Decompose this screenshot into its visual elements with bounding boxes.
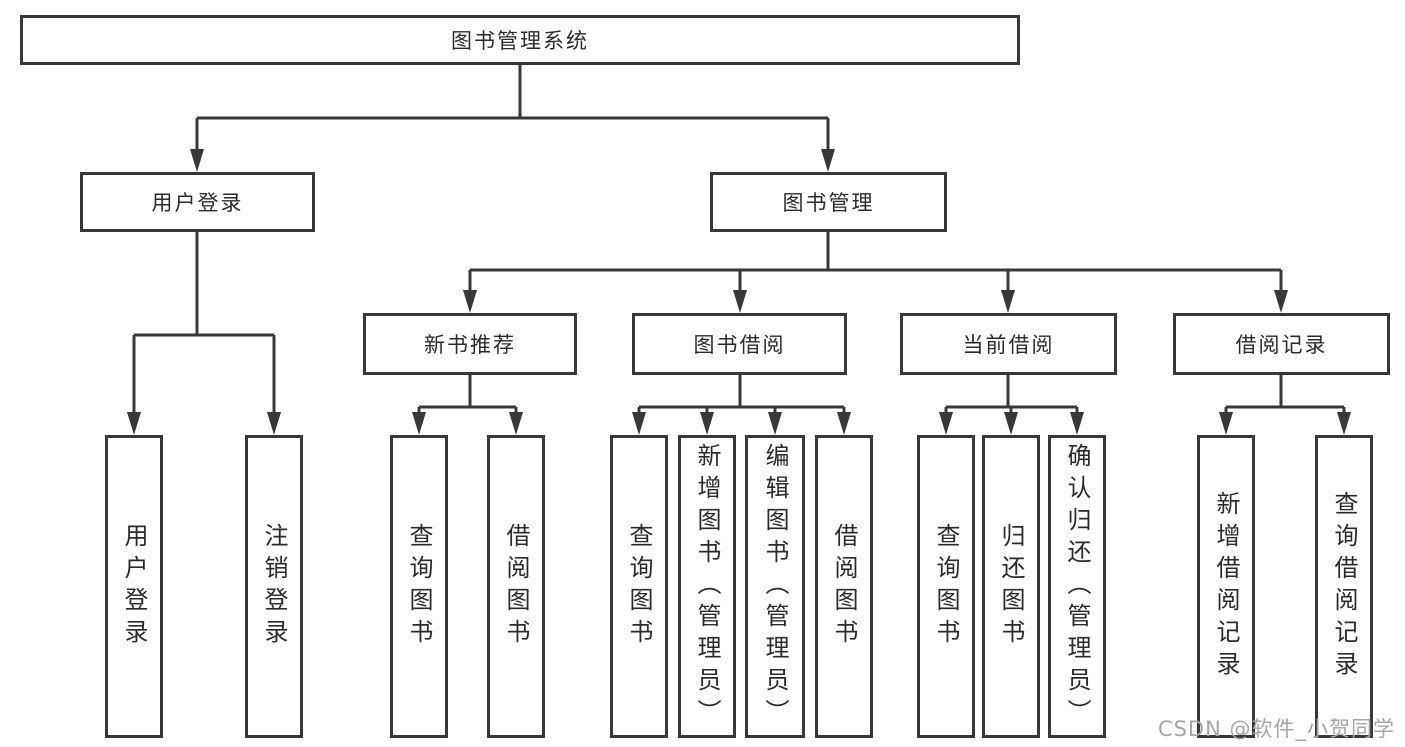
node-user-login: 用户登录 [80,172,315,232]
node-label: 新增借阅记录 [1212,490,1240,683]
node-label: 用户登录 [120,522,148,651]
node-borrow-records: 借阅记录 [1173,313,1390,375]
leaf-return-books: 归还图书 [982,435,1040,738]
leaf-borrow-books-recommend: 借阅图书 [487,435,545,738]
csdn-watermark: CSDN @软件_小贺同学 [1157,717,1395,741]
leaf-confirm-return-admin: 确认归还（管理员） [1048,435,1106,738]
node-label: 借阅图书 [502,522,530,651]
leaf-query-books-borrow: 查询图书 [610,435,668,738]
leaf-borrow-books: 借阅图书 [815,435,873,738]
node-label: 新增图书（管理员） [693,442,721,731]
node-label: 借阅图书 [830,522,858,651]
node-label: 用户登录 [151,191,244,215]
node-new-book-recommend: 新书推荐 [363,313,577,375]
leaf-user-login: 用户登录 [105,435,163,738]
node-current-borrowing: 当前借阅 [900,313,1117,375]
node-label: 编辑图书（管理员） [761,442,789,731]
node-label: 借阅记录 [1235,333,1328,357]
leaf-query-books-recommend: 查询图书 [390,435,448,738]
leaf-logout: 注销登录 [245,435,303,738]
node-book-management: 图书管理 [710,172,947,232]
node-label: 确认归还（管理员） [1063,442,1091,731]
node-label: 注销登录 [260,522,288,651]
node-book-borrowing: 图书借阅 [632,313,847,375]
node-label: 图书管理 [782,191,875,215]
leaf-query-borrow-record: 查询借阅记录 [1315,435,1373,738]
node-label: 查询借阅记录 [1330,490,1358,683]
leaf-add-book-admin: 新增图书（管理员） [678,435,736,738]
node-label: 当前借阅 [962,333,1055,357]
leaf-edit-book-admin: 编辑图书（管理员） [745,435,805,738]
node-library-management-system: 图书管理系统 [20,15,1020,65]
node-label: 图书管理系统 [451,29,589,53]
leaf-query-books-current: 查询图书 [917,435,975,738]
node-label: 查询图书 [625,522,653,651]
node-label: 查询图书 [932,522,960,651]
node-label: 图书借阅 [693,333,786,357]
node-label: 查询图书 [405,522,433,651]
node-label: 归还图书 [997,522,1025,651]
leaf-add-borrow-record: 新增借阅记录 [1197,435,1255,738]
node-label: 新书推荐 [424,333,516,357]
